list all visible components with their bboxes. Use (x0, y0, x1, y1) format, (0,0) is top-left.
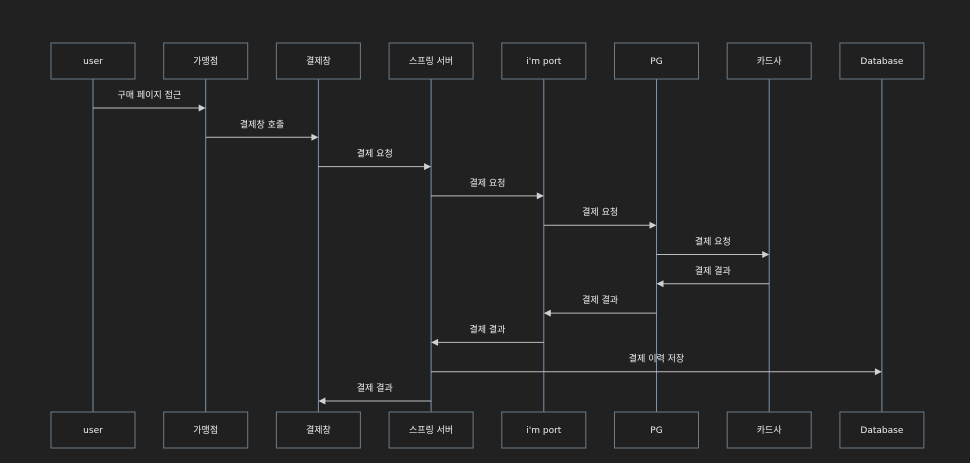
participant-label: 결제창 (306, 425, 331, 436)
participant-box (275, 42, 361, 80)
participant-label: PG (650, 426, 662, 436)
message-label: 결제 결과 (582, 295, 618, 306)
participant-bottom-4: i'm port (501, 411, 587, 449)
message-9: 결제 이력 저장 (431, 353, 882, 376)
message-label: 결제 요청 (695, 237, 731, 248)
message-label: 결제 요청 (469, 178, 505, 189)
participant-top-2: 결제창 (275, 42, 361, 80)
participant-box (501, 411, 587, 449)
participant-box (839, 411, 925, 449)
message-arrowhead (762, 251, 770, 258)
participant-box (275, 411, 361, 449)
participant-label: 가맹점 (193, 424, 218, 436)
message-label: 결제 요청 (357, 149, 393, 160)
message-arrowhead (198, 104, 206, 112)
participant-top-1: 가맹점 (163, 42, 249, 80)
participant-bottom-6: 카드사 (726, 411, 812, 449)
participant-box (726, 42, 812, 80)
message-label: 결제 결과 (469, 324, 505, 335)
message-6: 결제 결과 (656, 266, 770, 288)
participant-label: Database (860, 57, 903, 67)
participant-label: i'm port (526, 57, 562, 67)
message-0: 구매 페이지 접근 (93, 89, 206, 112)
participant-box (839, 42, 925, 80)
message-label: 결제창 호출 (240, 119, 284, 130)
message-arrowhead (543, 309, 551, 317)
participant-label: user (83, 57, 103, 67)
participant-top-7: Database (839, 42, 925, 80)
participant-label: 가맹점 (193, 55, 218, 67)
participant-label: PG (650, 57, 662, 67)
participant-bottom-7: Database (839, 411, 925, 449)
participant-top-6: 카드사 (726, 42, 812, 80)
participant-box (501, 42, 587, 80)
message-7: 결제 결과 (543, 295, 657, 317)
message-label: 결제 결과 (357, 383, 393, 394)
participant-top-0: user (50, 42, 136, 80)
participant-box (614, 42, 699, 80)
message-arrowhead (874, 368, 882, 376)
message-arrowhead (649, 221, 657, 229)
message-arrowhead (431, 338, 439, 346)
participant-bottom-0: user (50, 411, 136, 449)
participant-bottom-5: PG (614, 411, 699, 449)
participant-label: user (83, 426, 103, 436)
message-arrowhead (536, 192, 544, 200)
participant-box (50, 42, 136, 80)
message-label: 결제 결과 (695, 266, 731, 277)
message-10: 결제 결과 (318, 383, 432, 405)
participant-box (614, 411, 699, 449)
message-label: 결제 요청 (582, 207, 618, 218)
participant-top-5: PG (614, 42, 699, 80)
participant-box (388, 411, 474, 449)
participant-label: i'm port (526, 426, 562, 436)
message-arrowhead (311, 133, 319, 141)
message-arrowhead (424, 163, 432, 171)
participant-box (50, 411, 136, 449)
participant-label: 스프링 서버 (409, 424, 453, 436)
message-2: 결제 요청 (318, 149, 432, 171)
participant-box (163, 411, 249, 449)
message-1: 결제창 호출 (205, 119, 319, 141)
message-label: 결제 이력 저장 (629, 353, 684, 365)
participant-label: 카드사 (757, 425, 783, 436)
participant-label: 카드사 (757, 56, 783, 67)
participant-label: 스프링 서버 (409, 55, 453, 67)
participant-top-3: 스프링 서버 (388, 42, 474, 80)
participant-bottom-1: 가맹점 (163, 411, 249, 449)
participant-bottom-2: 결제창 (275, 411, 361, 449)
message-arrowhead (656, 280, 664, 288)
message-label: 구매 페이지 접근 (118, 89, 182, 101)
participant-box (726, 411, 812, 449)
message-3: 결제 요청 (431, 178, 544, 200)
participant-box (388, 42, 474, 80)
participant-bottom-3: 스프링 서버 (388, 411, 474, 449)
participant-label: Database (860, 426, 903, 436)
message-arrowhead (318, 397, 326, 405)
participant-top-4: i'm port (501, 42, 587, 80)
message-5: 결제 요청 (656, 237, 770, 258)
participant-box (163, 42, 249, 80)
participant-label: 결제창 (306, 56, 331, 67)
message-8: 결제 결과 (431, 324, 544, 346)
message-4: 결제 요청 (543, 207, 657, 229)
